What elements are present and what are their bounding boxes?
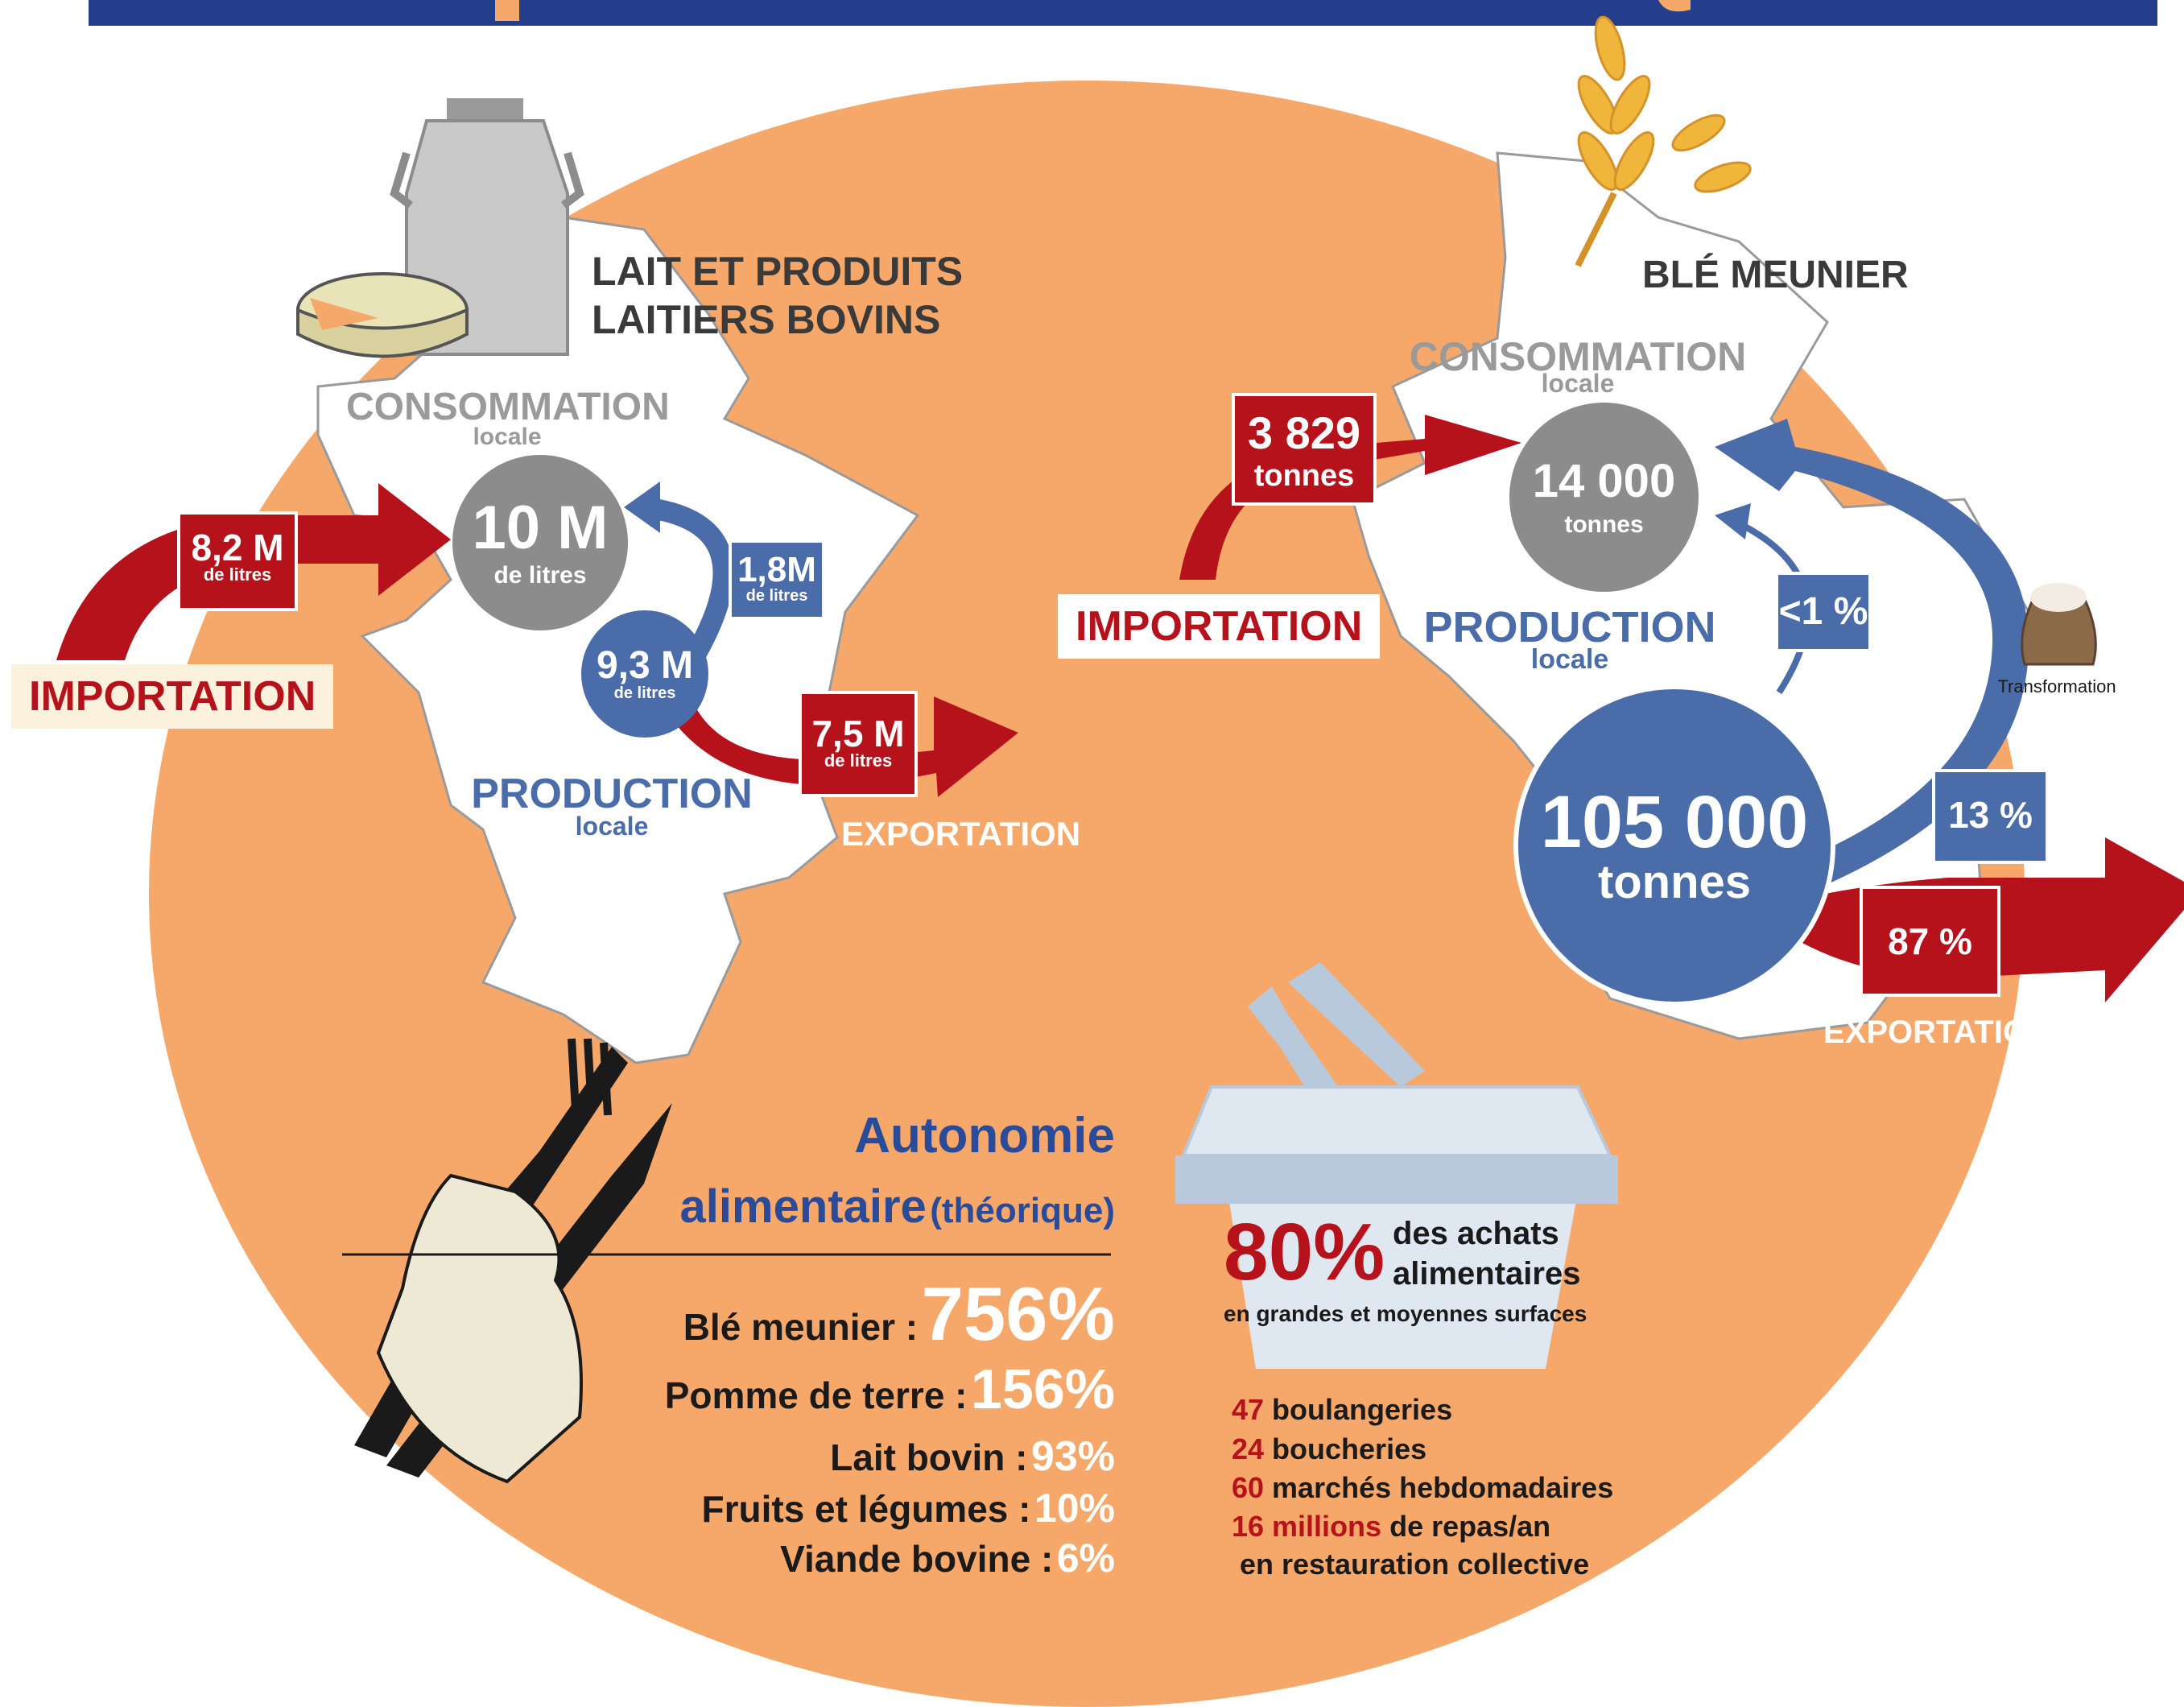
dairy-consumption-value: 10 M: [472, 494, 609, 562]
wheat-internal-box: <1 %: [1775, 572, 1872, 652]
autonomy-item-2: Lait bovin : 93%: [564, 1436, 1115, 1478]
wheat-consumption-label: CONSOMMATION: [1409, 334, 1747, 379]
autonomy-item-1: Pomme de terre : 156%: [564, 1361, 1115, 1417]
dairy-import-label: IMPORTATION: [11, 664, 334, 729]
autonomy-item-label: Pomme de terre :: [664, 1374, 968, 1416]
shopping-stat-num: 47: [1232, 1393, 1265, 1426]
wheat-import-label: IMPORTATION: [1058, 594, 1381, 659]
shopping-basket-icon: [1175, 962, 1618, 1369]
autonomy-item-label: Viande bovine :: [780, 1538, 1054, 1580]
wheat-internal-arrowhead: [1715, 503, 1751, 539]
cheese-wheel-icon: [296, 272, 469, 358]
autonomy-item-label: Blé meunier :: [683, 1306, 919, 1348]
dairy-production-sub: locale: [575, 812, 649, 841]
dairy-consumption-label: CONSOMMATION: [346, 386, 670, 428]
autonomy-item-0: Blé meunier : 756%: [564, 1276, 1115, 1352]
shopping-stat-3: 16 millions de repas/an: [1232, 1512, 1550, 1541]
autonomy-item-3: Fruits et légumes : 10%: [564, 1486, 1116, 1531]
wheat-export-label: EXPORTATION: [1823, 1015, 2051, 1050]
dairy-internal-arrowhead: [624, 482, 660, 533]
wheat-consumption-value: 14 000: [1532, 454, 1676, 507]
dairy-import-unit: de litres: [203, 564, 272, 585]
shopping-stat-last-line: en restauration collective: [1240, 1548, 1590, 1581]
shopping-stat-num: 60: [1232, 1471, 1265, 1504]
autonomy-item-label: Fruits et légumes :: [701, 1488, 1031, 1530]
wheat-production-value: 105 000: [1540, 781, 1809, 863]
autonomy-item-value: 756%: [921, 1271, 1115, 1356]
shopping-stat-text: marchés hebdomadaires: [1264, 1471, 1614, 1504]
dairy-internal-unit: de litres: [745, 587, 808, 605]
shopping-stat-num: 24: [1232, 1432, 1265, 1465]
shopping-stat-text: de repas/an: [1381, 1510, 1551, 1543]
wheat-consumption-bubble: 14 000 tonnes: [1509, 403, 1699, 592]
autonomy-title-line2: alimentaire (théorique): [564, 1184, 1115, 1230]
hand-fork-knife-icon: [354, 1038, 672, 1484]
flour-sack-icon: [2021, 583, 2097, 666]
wheat-transformation-box: 13 %: [1932, 769, 2049, 864]
dairy-consumption-sub: locale: [473, 424, 542, 450]
wheat-import-arrow: [1179, 415, 1521, 580]
header-accent: [495, 0, 519, 21]
header-band: [89, 0, 2157, 26]
shopping-text-line2: alimentaires: [1393, 1256, 1581, 1292]
dairy-production-unit: de litres: [613, 684, 676, 702]
autonomy-item-value: 10%: [1034, 1486, 1115, 1531]
shopping-percent: 80%: [1224, 1207, 1385, 1297]
dairy-import-value: 8,2 M: [191, 527, 284, 568]
dairy-export-value: 7,5 M: [811, 713, 905, 754]
wheat-import-value: 3 829: [1247, 407, 1361, 458]
wheat-production-bubble: 105 000 tonnes: [1513, 684, 1835, 1006]
dairy-production-bubble: 9,3 M de litres: [581, 610, 708, 738]
dairy-production-label: PRODUCTION: [471, 771, 753, 817]
wheat-transformation-share: 13 %: [1948, 794, 2033, 836]
dairy-production-value: 9,3 M: [596, 644, 694, 687]
dairy-import-box: 8,2 M de litres: [177, 511, 298, 611]
dairy-consumption-bubble: 10 M de litres: [452, 455, 628, 630]
dairy-title-line2: LAITIERS BOVINS: [592, 297, 941, 342]
dairy-import-arrow: [56, 483, 451, 660]
wheat-ear-icon: [1575, 15, 1752, 267]
autonomy-item-4: Viande bovine : 6%: [564, 1538, 1115, 1578]
wheat-export-share: 87 %: [1888, 920, 1972, 962]
shopping-stat-2: 60 marchés hebdomadaires: [1232, 1473, 1613, 1502]
dairy-internal-arrow: [642, 497, 734, 666]
shopping-text-line1: des achats: [1393, 1216, 1559, 1251]
wheat-france-map: [1351, 151, 2030, 1040]
wheat-transformation-label: Transformation: [1997, 676, 2116, 696]
shopping-stat-text: boulangeries: [1264, 1393, 1453, 1426]
dairy-export-arrow: [676, 696, 1018, 797]
wheat-internal-share: <1 %: [1778, 590, 1868, 633]
wheat-production-label: PRODUCTION: [1423, 603, 1716, 651]
shopping-stat-1: 24 boucheries: [1232, 1435, 1426, 1464]
dairy-export-label: EXPORTATION: [841, 815, 1081, 853]
shopping-stat-0: 47 boulangeries: [1232, 1395, 1452, 1424]
wheat-import-box: 3 829 tonnes: [1232, 393, 1377, 506]
autonomy-item-value: 6%: [1056, 1535, 1115, 1581]
autonomy-title-line1: Autonomie: [854, 1108, 1115, 1163]
shopping-stat-text: boucheries: [1264, 1432, 1427, 1465]
shopping-text-line3: en grandes et moyennes surfaces: [1224, 1301, 1587, 1326]
wheat-production-sub: locale: [1530, 644, 1609, 675]
wheat-title: BLÉ MEUNIER: [1642, 254, 1909, 296]
header-accent-right: [1658, 0, 1691, 12]
wheat-consumption-unit: tonnes: [1564, 510, 1644, 538]
autonomy-item-value: 93%: [1030, 1433, 1115, 1480]
wheat-consumption-sub: locale: [1541, 369, 1615, 398]
dairy-internal-value: 1,8M: [737, 550, 816, 589]
dairy-export-box: 7,5 M de litres: [799, 691, 918, 797]
autonomy-title-main: alimentaire: [679, 1180, 927, 1233]
dairy-consumption-unit: de litres: [493, 562, 587, 589]
wheat-export-box: 87 %: [1860, 886, 2000, 997]
wheat-production-unit: tonnes: [1597, 856, 1752, 908]
autonomy-item-label: Lait bovin :: [830, 1436, 1028, 1478]
dairy-title-line1: LAIT ET PRODUITS: [592, 249, 964, 294]
dairy-internal-box: 1,8M de litres: [729, 539, 825, 620]
autonomy-item-value: 156%: [970, 1358, 1115, 1420]
shopping-stat-num: 16 millions: [1232, 1510, 1382, 1543]
dairy-export-unit: de litres: [824, 750, 893, 771]
wheat-import-unit: tonnes: [1253, 459, 1355, 493]
autonomy-title-qualifier: (théorique): [930, 1191, 1115, 1230]
